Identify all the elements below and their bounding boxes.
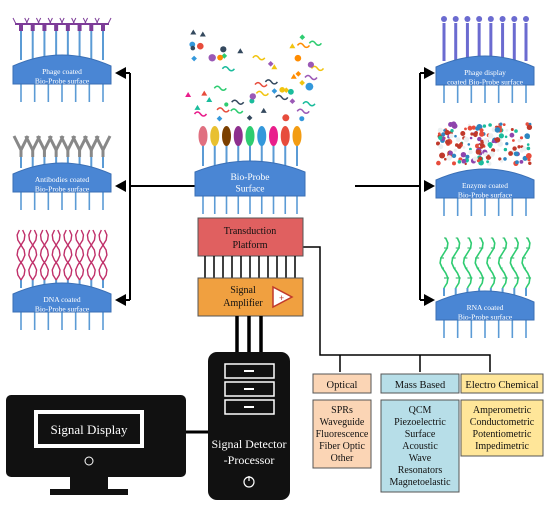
signal-detector-processor: Signal Detector -Processor — [208, 352, 290, 500]
category-title: Mass Based — [395, 380, 446, 391]
probe-label: Bio-Probe surface — [458, 191, 513, 200]
probe-label: Antibodies coated — [35, 175, 90, 184]
signal-amplifier: Signal Amplifier + — [197, 277, 304, 317]
probe-label: coated Bio-Probe surface — [447, 78, 523, 87]
probe-label: Bio-Probe surface — [35, 185, 90, 194]
probe-label: Bio-Probe — [230, 173, 269, 183]
amplifier-triangle-icon — [272, 285, 294, 309]
transduction-label-1: Transduction — [224, 226, 276, 237]
category-item: Fiber Optic — [319, 441, 365, 452]
monitor-power-icon — [84, 456, 94, 466]
amplifier-label-1: Signal — [230, 285, 256, 296]
transduction-label-2: Platform — [233, 240, 268, 251]
category-header — [312, 373, 372, 394]
detector-cables — [235, 316, 263, 355]
category-item: Other — [331, 453, 354, 464]
category-header — [380, 373, 460, 394]
arrow-to-antibody — [115, 180, 126, 192]
arrow-to-enzyme — [424, 180, 435, 192]
analyte-molecules — [185, 29, 325, 122]
category-list-box — [380, 399, 460, 493]
category-item: Fluorescence — [316, 429, 369, 440]
probe-label: DNA coated — [43, 295, 81, 304]
category-list-box — [460, 399, 544, 457]
category-header — [460, 373, 544, 394]
category-item: Potentiometric — [473, 429, 532, 440]
category-title: Electro Chemical — [465, 380, 538, 391]
probe-label: Surface — [235, 184, 264, 195]
transduction-platform: Transduction Platform — [197, 217, 304, 257]
category-item: Resonators — [398, 465, 443, 476]
category-item: Piezoelectric — [394, 417, 446, 428]
category-title: Optical — [327, 380, 358, 391]
category-item: SPRs — [331, 405, 353, 416]
signal-wires — [204, 256, 296, 278]
signal-display-monitor: Signal Display — [6, 395, 186, 495]
probe-label: Phage coated — [42, 67, 82, 76]
probe-label: Bio-Probe surface — [458, 313, 513, 322]
category-list-box — [312, 399, 372, 469]
category-item: Surface — [405, 429, 436, 440]
category-item: Amperometric — [473, 405, 532, 416]
category-item: Impedimetric — [475, 441, 529, 452]
category-item: Waveguide — [320, 417, 365, 428]
detector-label-1: Signal Detector — [212, 437, 287, 451]
svg-text:+: + — [279, 293, 284, 303]
category-item: Magnetoelastic — [389, 477, 451, 488]
connectors — [129, 73, 421, 300]
probe-label: Bio-Probe surface — [35, 77, 90, 86]
category-item: Wave — [409, 453, 432, 464]
category-connector — [302, 246, 491, 372]
probe-label: Enzyme coated — [462, 181, 508, 190]
category-item: Acoustic — [402, 441, 438, 452]
category-item: QCM — [409, 405, 432, 416]
display-label: Signal Display — [51, 422, 128, 437]
amplifier-label-2: Amplifier — [223, 298, 263, 309]
probe-label: Phage display — [464, 68, 506, 77]
probe-label: Bio-Probe surface — [35, 305, 90, 314]
category-item: Conductometric — [470, 417, 535, 428]
detector-label-2: -Processor — [224, 453, 275, 467]
probe-label: RNA coated — [467, 303, 504, 312]
